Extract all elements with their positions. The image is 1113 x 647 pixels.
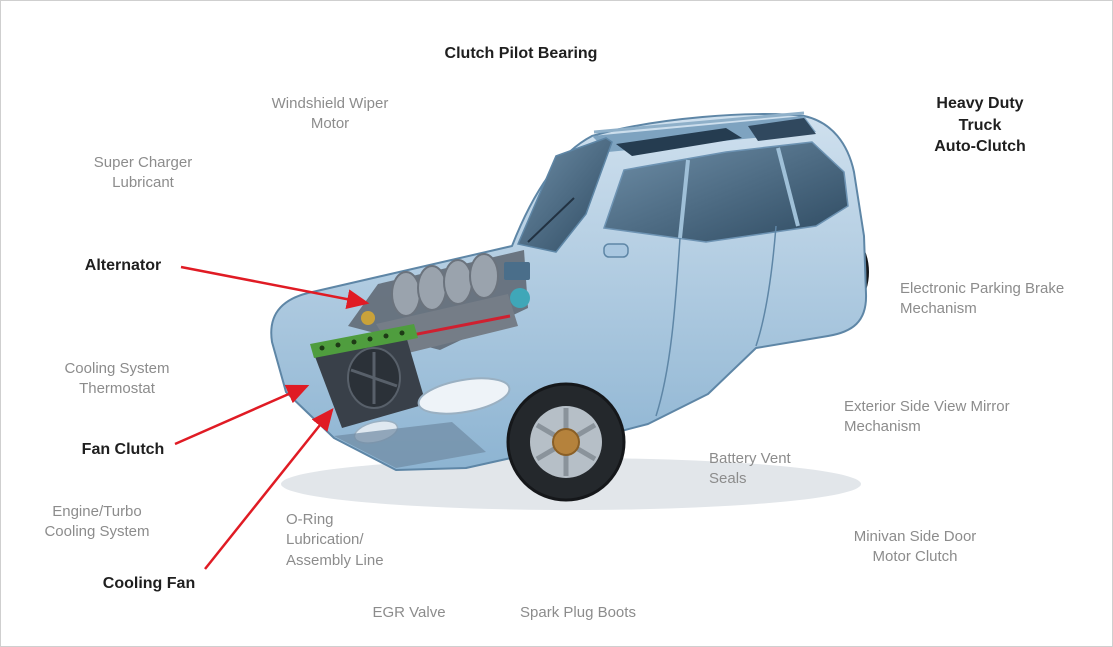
- label-clutch-pilot-bearing: Clutch Pilot Bearing: [444, 45, 598, 62]
- label-exterior-side-view-mirror: Exterior Side View Mirror Mechanism: [844, 398, 1010, 436]
- sunroof: [616, 128, 742, 156]
- b-pillar: [678, 159, 690, 239]
- headlight: [417, 377, 511, 415]
- label-cooling-fan: Cooling Fan: [102, 575, 196, 592]
- label-engine-turbo-cooling-system: Engine/Turbo Cooling System: [44, 503, 150, 541]
- label-cooling-system-thermostat: Cooling System Thermostat: [64, 360, 170, 398]
- windshield-wiper: [527, 197, 575, 243]
- roof-rail: [593, 111, 805, 134]
- label-o-ring-lubrication: O-Ring Lubrication/ Assembly Line: [286, 511, 384, 569]
- windshield: [516, 137, 613, 253]
- car-illustration: [270, 111, 869, 510]
- c-pillar: [776, 147, 800, 227]
- label-super-charger-lubricant: Super Charger Lubricant: [93, 154, 193, 192]
- battery: [504, 262, 530, 280]
- label-windshield-wiper-motor: Windshield Wiper Motor: [271, 95, 389, 133]
- radiator-strip: [310, 324, 418, 358]
- pulley: [361, 311, 375, 325]
- rear-door-seam: [755, 225, 777, 347]
- lower-bumper: [334, 422, 486, 468]
- label-heavy-duty-truck-auto-clutch: Heavy Duty Truck Auto-Clutch: [934, 95, 1026, 156]
- engine: [348, 250, 530, 356]
- label-fan-clutch: Fan Clutch: [81, 441, 165, 458]
- front-wheel: [506, 382, 626, 502]
- front-door-seam: [655, 237, 681, 417]
- grille-radiator: [310, 324, 426, 428]
- rear-roof-glass: [748, 118, 816, 141]
- brake-hub: [552, 428, 580, 456]
- label-alternator: Alternator: [84, 257, 162, 274]
- label-battery-vent-seals: Battery Vent Seals: [709, 450, 791, 488]
- label-minivan-side-door-motor-clutch: Minivan Side Door Motor Clutch: [853, 528, 977, 566]
- side-windows: [602, 141, 849, 243]
- coolant-tank: [510, 288, 530, 308]
- side-mirror: [603, 243, 629, 258]
- label-egr-valve: EGR Valve: [372, 604, 446, 621]
- label-spark-plug-boots: Spark Plug Boots: [520, 604, 636, 621]
- label-electronic-parking-brake: Electronic Parking Brake Mechanism: [900, 280, 1065, 318]
